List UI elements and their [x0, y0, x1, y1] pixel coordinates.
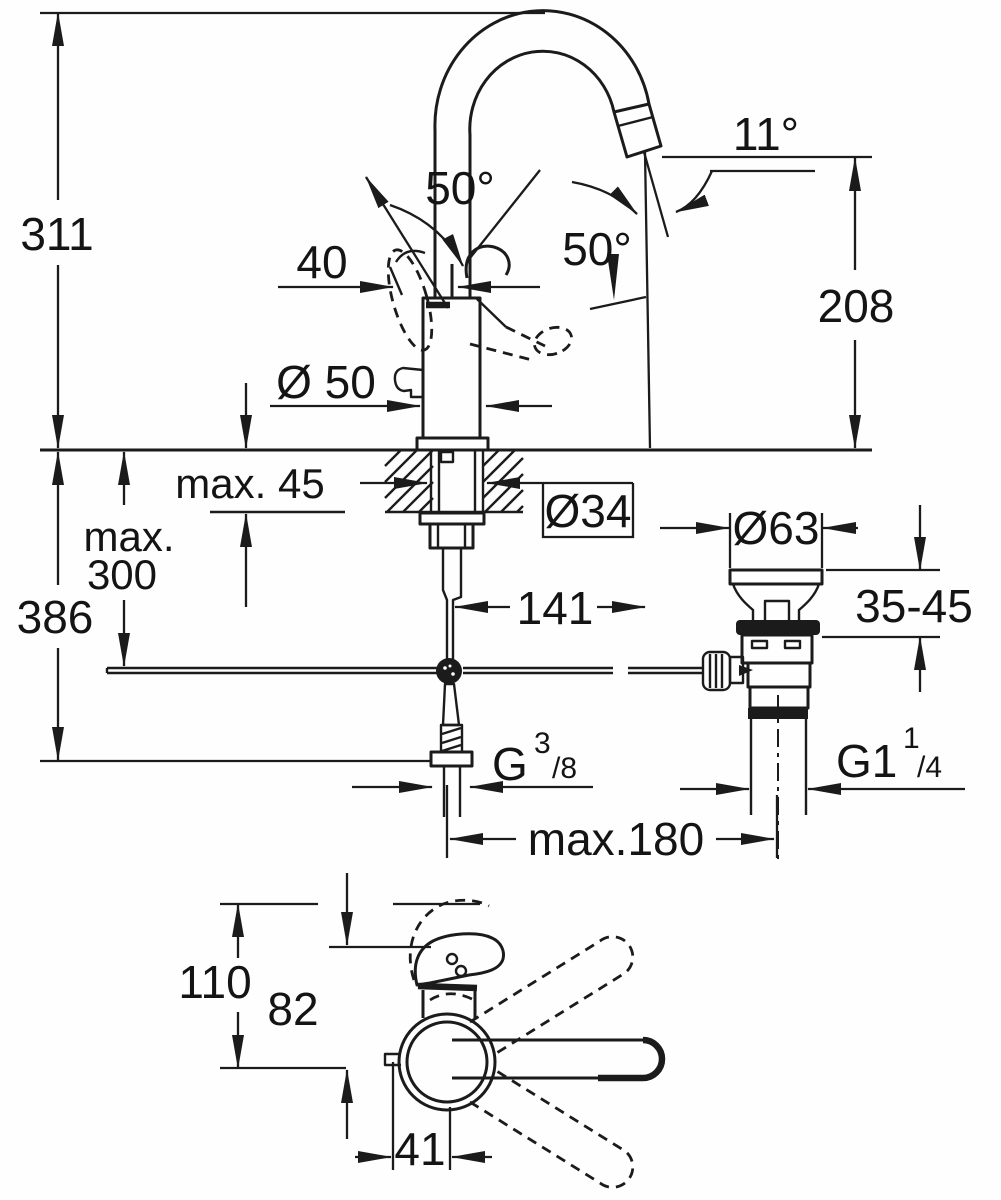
- dim-300-label: 300: [87, 551, 157, 598]
- dim-141-label: 141: [517, 582, 594, 634]
- lever-positions-top: [452, 935, 666, 1189]
- dim-dia50-label: Ø 50: [276, 356, 376, 408]
- dim-spout-reach: 141: [454, 582, 646, 634]
- supply-thread-g: G: [492, 738, 528, 790]
- dim-waste-flange: Ø63: [660, 502, 858, 568]
- dim-rod-depth: max. 300: [83, 451, 175, 667]
- faucet-body: [393, 296, 490, 452]
- lever-cap-top: [408, 898, 505, 1002]
- dim-deck-thickness: max. 45: [175, 383, 325, 607]
- dim-386-label: 386: [17, 591, 94, 643]
- dim-dia63-label: Ø63: [733, 502, 820, 554]
- dim-110-label: 110: [178, 956, 251, 1008]
- dim-max-label: max.: [83, 513, 174, 560]
- dim-3545-label: 35-45: [855, 580, 973, 632]
- dim-overall-depth: 386: [17, 451, 430, 763]
- hatch-right: [482, 449, 524, 513]
- supply-thread-num: 3: [534, 727, 551, 760]
- dim-41-label: 41: [394, 1123, 445, 1175]
- dim-body-front-depth: 82: [267, 873, 353, 1139]
- handle-stem: [433, 244, 511, 298]
- dim-waste-thread: G1 1 /4: [680, 722, 965, 795]
- dim-50deg-left-label: 50°: [425, 162, 495, 214]
- shank-and-supply: [418, 450, 486, 660]
- dim-spout-angle: 11°: [662, 108, 872, 214]
- dim-hose-spacing: max.180: [445, 785, 779, 865]
- dim-50deg-right-label: 50°: [562, 223, 632, 275]
- spout-outline: [433, 9, 670, 449]
- dim-handle-angle-right: 50°: [562, 180, 647, 311]
- handle-positions-dashed: [386, 248, 573, 362]
- dim-82-label: 82: [267, 983, 318, 1035]
- front-view: 311 386 max. 300 max. 45 Ø 50: [17, 9, 973, 865]
- dim-311-label: 311: [20, 208, 93, 260]
- countertop-section: [40, 448, 872, 514]
- dim-body-diameter: Ø 50: [270, 356, 552, 412]
- popup-waste-assembly: [701, 568, 824, 860]
- waste-thread-den: /4: [917, 751, 942, 784]
- hatch-left: [384, 449, 434, 513]
- dim-hole-diameter: Ø34: [360, 477, 635, 539]
- waste-thread-num: 1: [903, 722, 920, 755]
- dim-spout-height: 208: [818, 157, 895, 449]
- dim-rod-offset: 41: [355, 1062, 492, 1175]
- top-view: 110 82 41: [178, 873, 666, 1189]
- dim-handle-offset: 40: [278, 236, 540, 296]
- dim-handle-angle-left: 50°: [365, 162, 541, 309]
- dim-supply-thread: G 3 /8: [352, 727, 593, 793]
- dim-208-label: 208: [818, 280, 895, 332]
- dim-dia34-label: Ø34: [545, 485, 632, 537]
- popup-rod: [105, 658, 703, 817]
- dim-max180-label: max.180: [528, 813, 704, 865]
- dim-11deg-label: 11°: [733, 108, 799, 160]
- dim-waste-deck-range: 35-45: [822, 505, 973, 692]
- dim-max45-label: max. 45: [175, 460, 324, 507]
- supply-thread-den: /8: [552, 752, 577, 785]
- waste-thread-g: G1: [836, 735, 897, 787]
- dim-topview-depth: 110: [178, 903, 252, 1069]
- dim-overall-height: 311: [20, 11, 545, 449]
- dim-40-label: 40: [296, 236, 347, 288]
- body-top: [383, 990, 497, 1112]
